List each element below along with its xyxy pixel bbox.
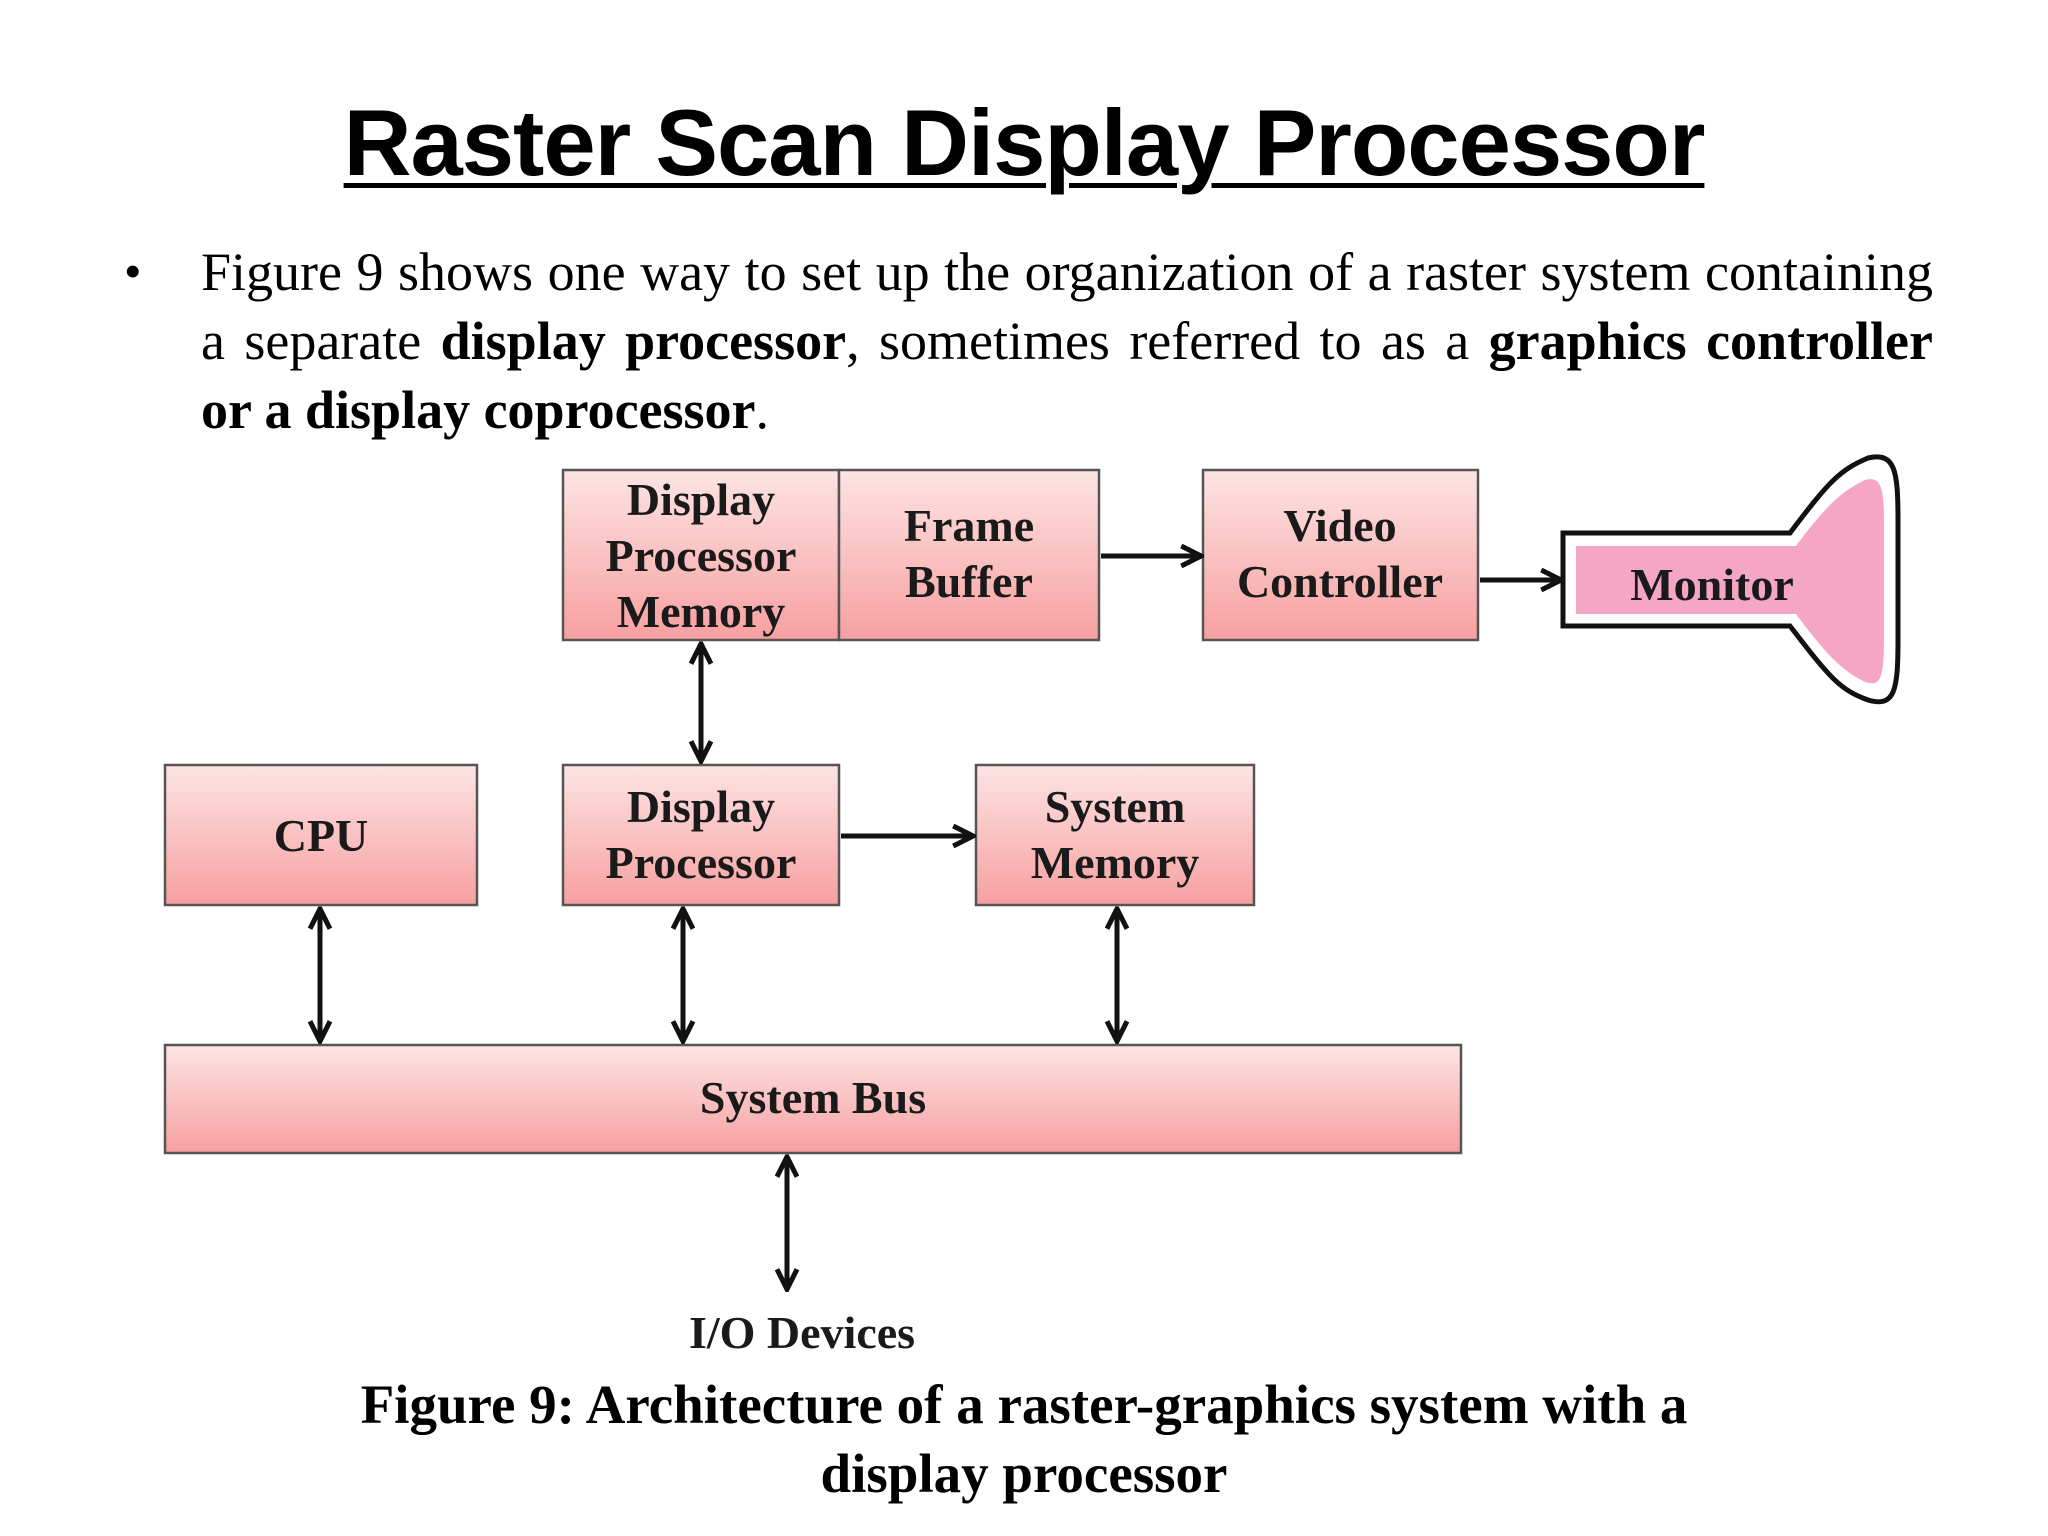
dpm-line-1: Display — [627, 474, 775, 525]
dpm-line-2: Processor — [606, 530, 797, 581]
box-display-processor-memory: Display Processor Memory — [561, 468, 841, 642]
display-processor-line-2: Processor — [606, 837, 797, 888]
caption-line-2: display processor — [820, 1443, 1228, 1504]
bullet-text-1: Figure 9 shows one way to set up the org… — [201, 242, 1933, 371]
system-bus-label: System Bus — [700, 1072, 926, 1123]
monitor-label: Monitor — [1630, 559, 1794, 610]
bullet-text-2: , sometimes referred to as a — [846, 311, 1489, 371]
monitor-screen — [1576, 479, 1884, 684]
box-system-bus: System Bus — [163, 1043, 1463, 1155]
box-frame-buffer: Frame Buffer — [837, 468, 1101, 642]
frame-buffer-line-2: Buffer — [905, 556, 1033, 607]
dpm-line-3: Memory — [617, 586, 786, 637]
figure-caption: Figure 9: Architecture of a raster-graph… — [0, 1370, 2048, 1508]
display-processor-line-1: Display — [627, 781, 775, 832]
bullet-bold-display-processor: display processor — [440, 311, 847, 371]
system-memory-line-1: System — [1045, 781, 1186, 832]
caption-line-1: Figure 9: Architecture of a raster-graph… — [360, 1374, 1688, 1435]
system-memory-line-2: Memory — [1031, 837, 1200, 888]
bullet-text-3: . — [755, 380, 770, 440]
bullet-bold-graphics-controller: graphics controller or a display coproce… — [201, 311, 1933, 440]
box-display-processor: Display Processor — [561, 763, 841, 907]
io-devices-label: I/O Devices — [689, 1307, 915, 1358]
bullet-paragraph: Figure 9 shows one way to set up the org… — [201, 238, 1933, 445]
frame-buffer-line-1: Frame — [904, 500, 1034, 551]
monitor-shape: Monitor — [1560, 454, 1901, 705]
box-system-memory: System Memory — [974, 763, 1256, 907]
box-cpu: CPU — [163, 763, 479, 907]
cpu-label: CPU — [274, 810, 369, 861]
video-controller-line-1: Video — [1283, 500, 1396, 551]
bullet-marker: • — [124, 243, 142, 299]
video-controller-line-2: Controller — [1237, 556, 1443, 607]
box-video-controller: Video Controller — [1201, 468, 1480, 642]
page-title: Raster Scan Display Processor — [343, 90, 1706, 195]
